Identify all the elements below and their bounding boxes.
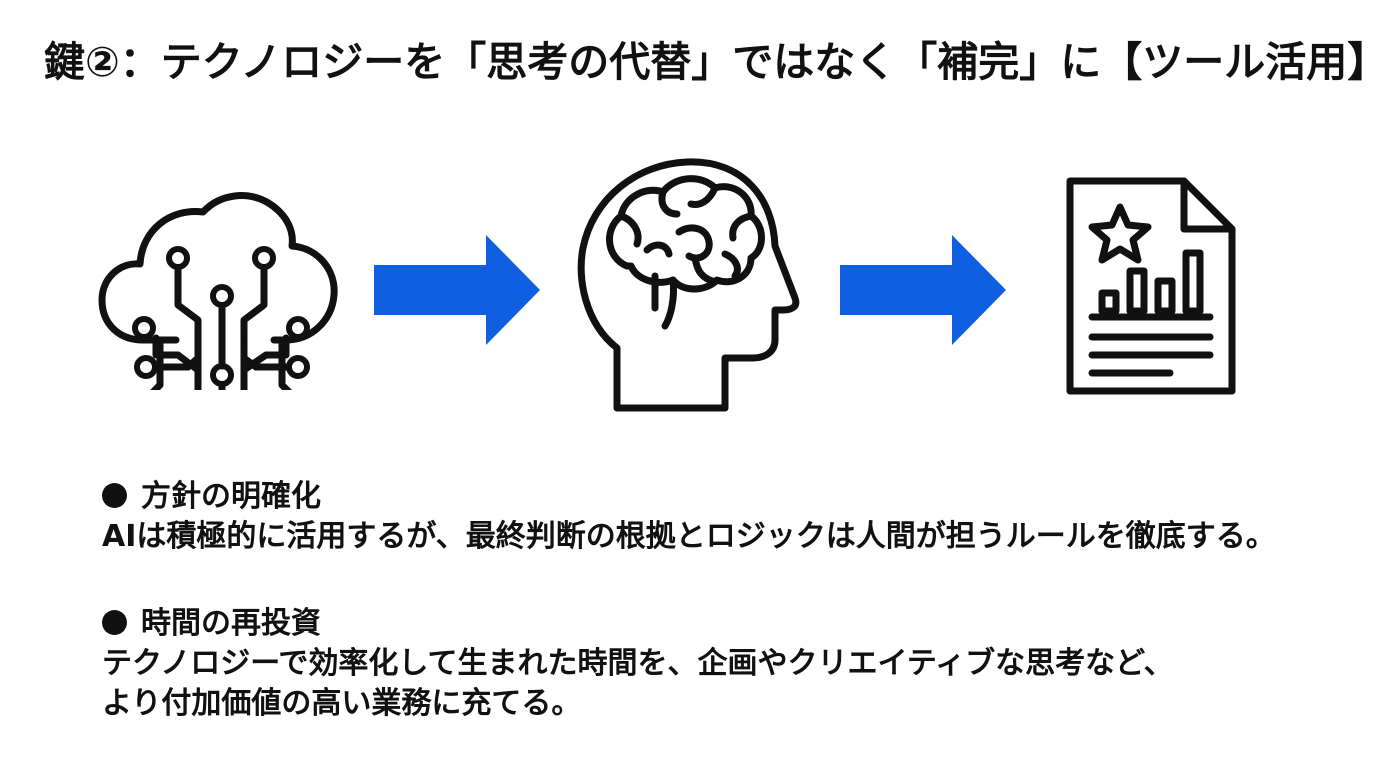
bullet-icon: [102, 610, 127, 635]
section-body-line: より付加価値の高い業務に充てる。: [102, 686, 582, 721]
process-diagram: [0, 140, 1376, 440]
page-title: 鍵②：テクノロジーを「思考の代替」ではなく「補完」に【ツール活用】: [44, 38, 1376, 86]
section-heading: 時間の再投資: [102, 604, 1174, 644]
arrow-right-icon: [840, 235, 1010, 345]
section-heading: 方針の明確化: [102, 477, 1276, 517]
time-reinvestment-section: 時間の再投資 テクノロジーで効率化して生まれた時間を、企画やクリエイティブな思考…: [102, 604, 1174, 724]
human-brain-head-icon: [575, 158, 805, 418]
section-heading-text: 時間の再投資: [141, 606, 321, 641]
bullet-icon: [102, 483, 127, 508]
ai-circuit-cloud-icon: [98, 190, 348, 390]
section-body-line: テクノロジーで効率化して生まれた時間を、企画やクリエイティブな思考など、: [102, 646, 1174, 681]
report-chart-document-icon: [1060, 175, 1240, 400]
policy-section: 方針の明確化 AIは積極的に活用するが、最終判断の根拠とロジックは人間が担うルー…: [102, 477, 1276, 557]
arrow-right-icon: [374, 235, 544, 345]
section-heading-text: 方針の明確化: [141, 479, 321, 514]
section-body-line: AIは積極的に活用するが、最終判断の根拠とロジックは人間が担うルールを徹底する。: [102, 519, 1276, 554]
